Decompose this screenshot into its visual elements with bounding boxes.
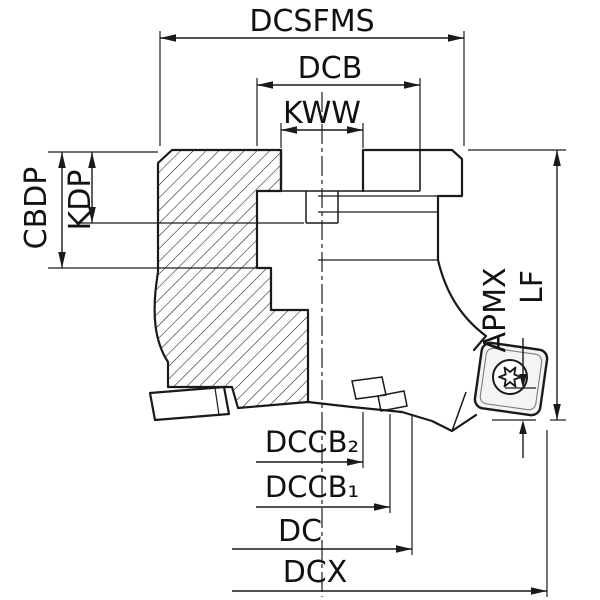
cutter-body-section-hatched [153, 148, 310, 410]
cutter-body-exterior-profile [361, 148, 488, 352]
left-insert [148, 385, 231, 422]
label-dcsfms: DCSFMS [249, 4, 374, 39]
dimension-lines [58, 34, 561, 595]
torx-socket-icon [498, 366, 522, 388]
label-dcx: DCX [283, 555, 348, 590]
label-dcb: DCB [298, 51, 363, 86]
label-dccb1: DCCB₁ [265, 470, 359, 504]
extension-lines [48, 31, 566, 597]
cutter-body [148, 148, 549, 433]
label-dc: DC [278, 514, 322, 549]
label-cbdp: CBDP [19, 167, 54, 250]
chip-pockets [351, 376, 408, 412]
label-lf: LF [515, 270, 550, 304]
hub-step-lines [318, 195, 438, 261]
label-kww: KWW [283, 96, 361, 131]
label-dccb2: DCCB₂ [265, 425, 359, 459]
dimension-labels: DCSFMS DCB KWW CBDP KDP APMX LF DCCB₂ DC… [19, 4, 550, 590]
label-kdp: KDP [63, 170, 98, 231]
bottom-edge [306, 391, 478, 433]
label-apmx: APMX [478, 267, 513, 352]
right-insert [473, 341, 549, 417]
